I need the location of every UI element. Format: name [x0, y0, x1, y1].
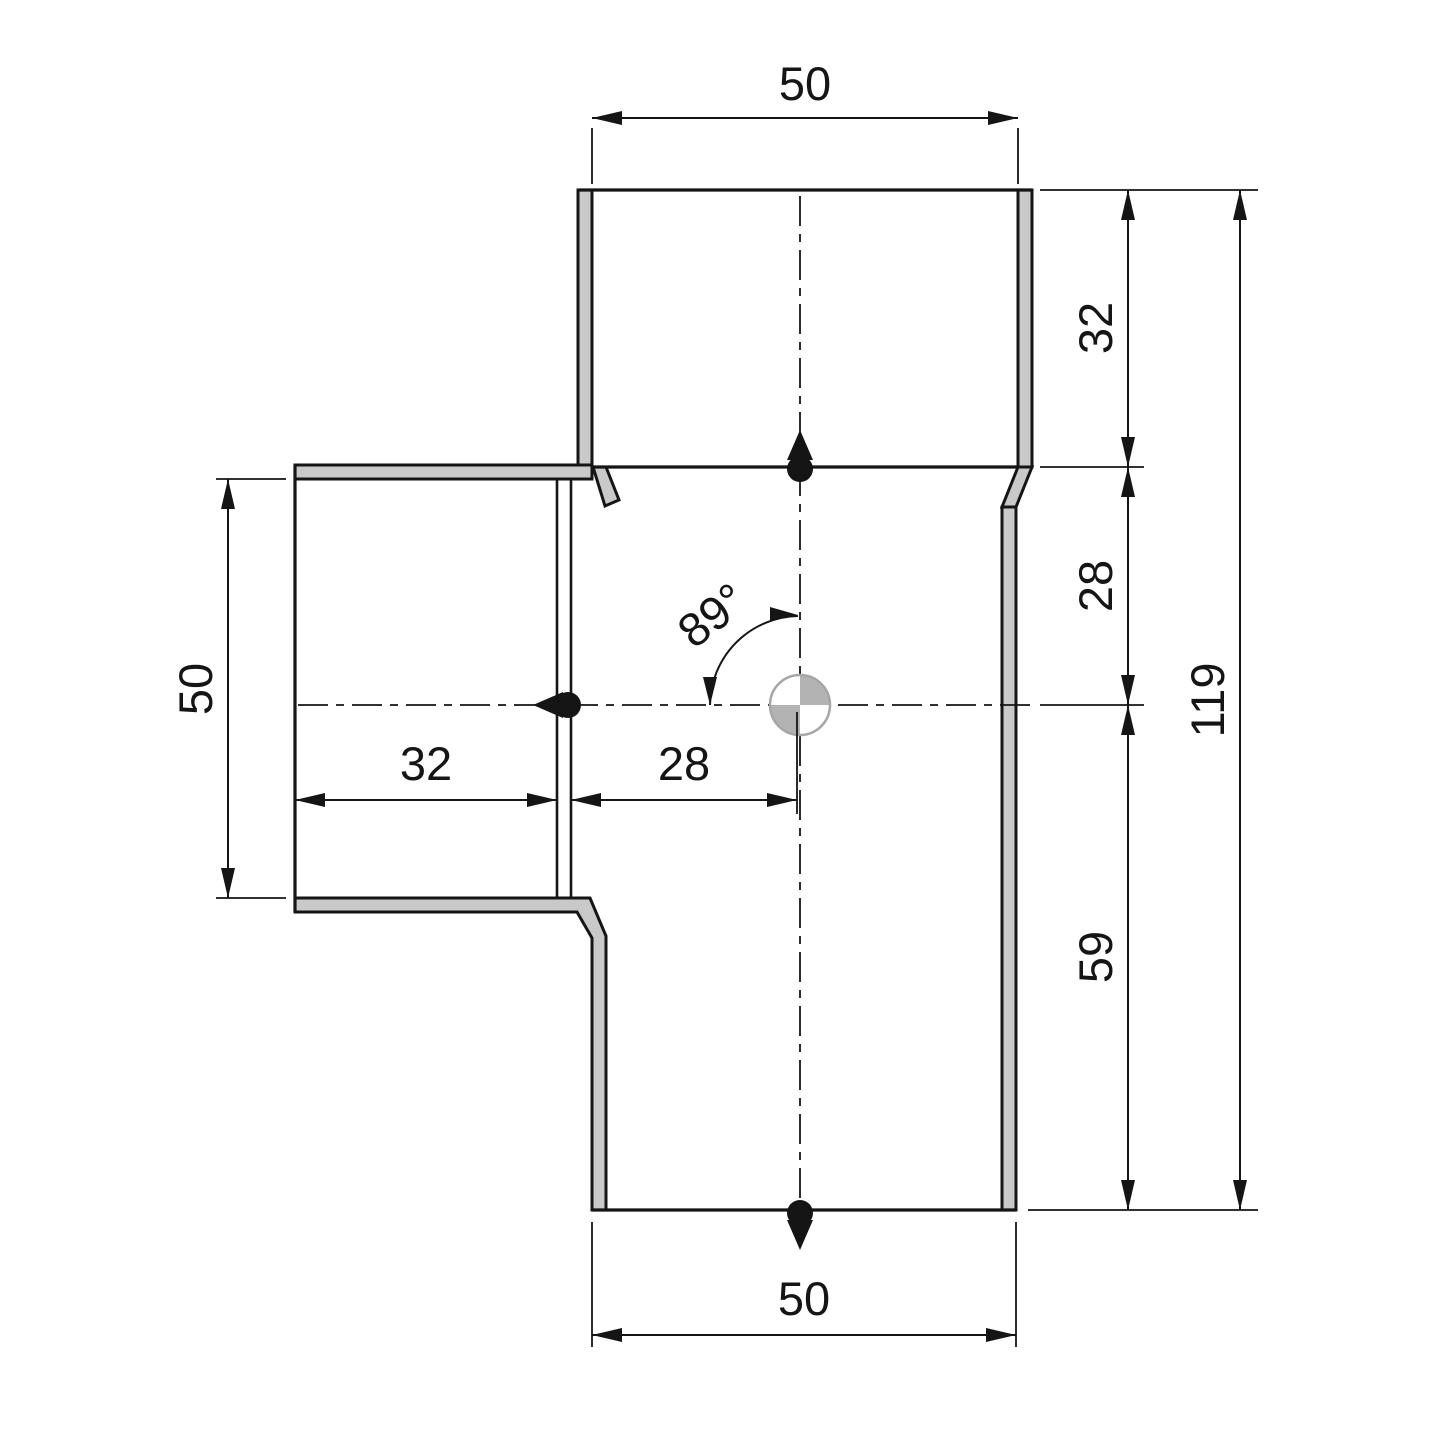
dim-arrow	[1121, 1180, 1135, 1210]
dim-label-right-shoulder-to-axis: 28	[1069, 560, 1122, 612]
angle-arrow-top	[770, 607, 798, 621]
dim-arrow-bottom	[1233, 1180, 1247, 1210]
dim-label-bottom-width: 50	[778, 1272, 830, 1325]
dim-label-branch-opening: 50	[169, 663, 222, 715]
center-datum-symbol	[768, 673, 832, 737]
dim-arrow-right	[986, 1328, 1016, 1342]
datum-quadrant-sw	[770, 705, 800, 735]
dim-arrow	[1121, 675, 1135, 705]
dim-arrow-top	[1233, 190, 1247, 220]
dim-label-branch-angle: 89°	[668, 572, 757, 658]
wall-right-shoulder	[999, 465, 1035, 509]
dim-label-branch-to-axis: 28	[658, 737, 710, 790]
dim-label-branch-socket-depth: 32	[400, 737, 452, 790]
dim-arrow-top	[221, 479, 235, 509]
dimension-overall-height: 119	[1181, 190, 1247, 1210]
dim-label-right-socket-depth: 32	[1069, 302, 1122, 354]
flow-marker-top	[787, 430, 813, 482]
dim-label-overall-height: 119	[1181, 663, 1234, 738]
down-arrow-icon	[787, 1220, 813, 1250]
connection-dot	[787, 456, 813, 482]
connection-dot	[787, 1200, 813, 1226]
fitting-body	[293, 188, 1035, 1212]
extension-lines	[216, 478, 286, 899]
dim-label-right-axis-to-bottom: 59	[1069, 931, 1122, 983]
wall-top-right-socket	[1016, 188, 1034, 469]
dimension-bottom-width: 50	[591, 1222, 1017, 1347]
dim-label-top-width: 50	[779, 57, 831, 110]
dimension-branch-to-axis: 28	[571, 712, 798, 814]
up-arrow-icon	[787, 430, 813, 460]
dim-arrow	[1121, 190, 1135, 220]
wall-right-lower	[1000, 505, 1018, 1212]
datum-quadrant-ne	[800, 675, 830, 705]
flow-marker-bottom	[787, 1200, 813, 1250]
angle-arrow-left	[703, 677, 717, 705]
centerlines	[298, 196, 1036, 1204]
dimension-branch-opening: 50	[169, 478, 286, 899]
dim-arrow	[1121, 437, 1135, 467]
dim-arrow-left	[592, 111, 622, 125]
dim-arrow-left	[571, 793, 601, 807]
flow-marker-branch	[533, 692, 581, 718]
dim-arrow-left	[592, 1328, 622, 1342]
dim-arrow-right	[767, 793, 797, 807]
extension-lines	[591, 1222, 1017, 1347]
dim-arrow-bottom	[221, 868, 235, 898]
dimension-right-chain: 32 28 59	[1028, 189, 1258, 1211]
dim-arrow-left	[295, 793, 325, 807]
extension-lines	[1028, 189, 1258, 1211]
dim-arrow	[1121, 467, 1135, 497]
connection-dot	[555, 692, 581, 718]
wall-branch-bottom-and-lower-left	[293, 896, 608, 1212]
extension-lines	[591, 128, 1019, 184]
datum-circle-outline	[768, 673, 832, 737]
dimension-top-width: 50	[591, 57, 1019, 184]
wall-top-left-socket	[576, 188, 594, 469]
dim-arrow	[1121, 705, 1135, 735]
wall-left-shoulder-tail	[590, 465, 621, 509]
dim-arrow-right	[527, 793, 557, 807]
wall-branch-top	[293, 463, 594, 481]
left-arrow-icon	[533, 692, 563, 718]
dimension-branch-socket-depth: 32	[295, 737, 557, 807]
dim-arrow-right	[988, 111, 1018, 125]
